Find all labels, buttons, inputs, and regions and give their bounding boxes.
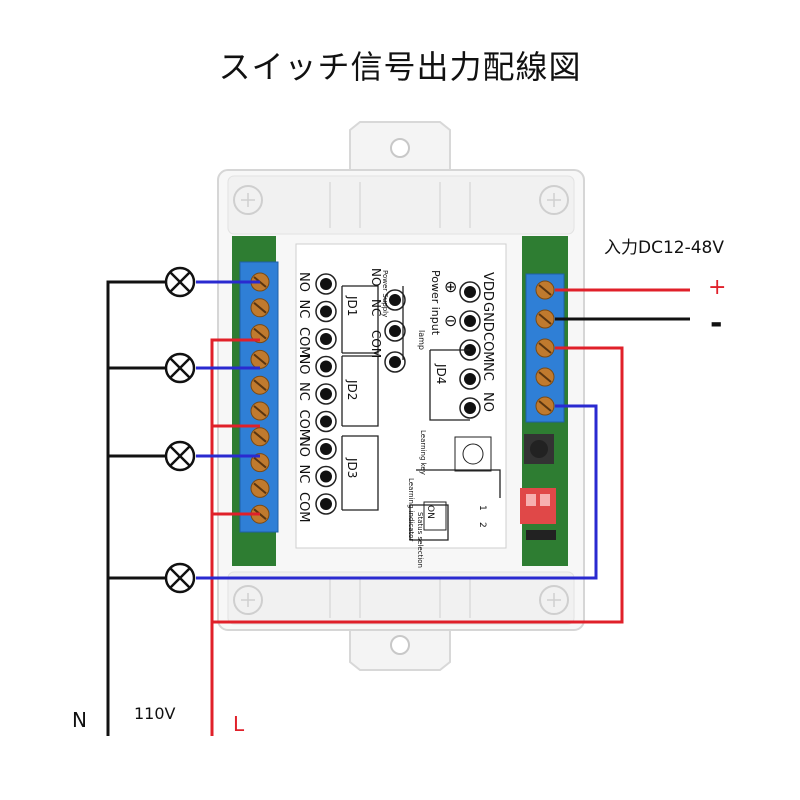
terminal-screw — [535, 309, 555, 329]
plus-symbol: ⊕ — [444, 277, 457, 296]
relay-label-jd1: JD1 — [345, 295, 359, 316]
lamp-label: lamp — [417, 330, 426, 350]
minus-symbol: ⊖ — [444, 311, 457, 330]
power-input-label: 入力DC12-48V — [604, 238, 724, 258]
terminal-screw — [535, 280, 555, 300]
lamp-icon — [164, 440, 196, 472]
terminal-label: COM — [296, 492, 311, 523]
power-terminal-block — [535, 280, 555, 416]
relay-label-jd2: JD2 — [345, 379, 359, 400]
terminal-screw — [250, 427, 270, 447]
terminal-label: NC — [296, 465, 311, 484]
relay-module — [217, 121, 585, 671]
terminal-label: NC — [296, 382, 311, 401]
dip-on-label: ON — [425, 505, 435, 519]
wires — [106, 280, 690, 736]
terminal-screw — [250, 298, 270, 318]
dip-switch-symbol — [423, 501, 447, 531]
terminal-screw — [535, 396, 555, 416]
terminal-screw — [250, 375, 270, 395]
terminal-screw — [250, 324, 270, 344]
relay-label-jd4: JD4 — [434, 363, 448, 384]
neutral-label: N — [72, 708, 87, 732]
terminal-screw — [250, 401, 270, 421]
lamp-icon — [164, 266, 196, 298]
terminal-label: COM — [296, 410, 311, 441]
terminal-label: NC — [480, 362, 495, 381]
terminal-label: COM — [296, 327, 311, 358]
relay-label-jd3: JD3 — [345, 457, 359, 478]
neutral-wire — [106, 280, 180, 736]
diagram-title: スイッチ信号出力配線図 — [218, 48, 582, 86]
terminal-screw — [250, 478, 270, 498]
switch-leg-wire — [196, 404, 598, 580]
terminal-screw — [250, 349, 270, 369]
terminal-label: NC — [296, 300, 311, 319]
panel-schematic — [341, 285, 501, 541]
lamps — [164, 266, 196, 594]
power-supply-label: Power Supply — [381, 270, 389, 317]
dip-number-label: 1 — [477, 505, 487, 511]
terminal-label: NO — [296, 437, 311, 457]
learning-key-label: Learning key — [419, 430, 427, 475]
terminal-label: COM — [480, 332, 495, 363]
terminal-label: GND — [480, 302, 495, 332]
terminal-screw — [535, 338, 555, 358]
terminal-label: NO — [296, 355, 311, 375]
voltage-label: 110V — [134, 704, 176, 723]
lamp-icon — [164, 562, 196, 594]
terminal-label: NO — [480, 392, 495, 412]
dip-number-label: 2 — [477, 522, 487, 528]
lamp-icon — [164, 352, 196, 384]
terminal-label: VDD — [480, 272, 495, 301]
plus-label: + — [708, 275, 727, 300]
live-wire — [210, 338, 260, 736]
terminal-screw — [250, 453, 270, 473]
terminal-label: COM — [369, 330, 383, 358]
panel-labels: NONCCOMNONCCOMNONCCOMJD1JD2JD3JD4NONCCOM… — [296, 268, 495, 568]
minus-label: - — [710, 306, 723, 341]
live-label: L — [233, 712, 245, 736]
learning-indicator-label: Learning indicator — [407, 478, 415, 542]
terminal-label: NC — [369, 299, 383, 316]
power-input-text: Power input — [429, 270, 442, 336]
status-selection-label: Status selection — [416, 512, 424, 568]
terminal-label: NO — [369, 268, 383, 286]
terminal-screw — [535, 367, 555, 387]
terminal-label: NO — [296, 272, 311, 292]
live-wire — [212, 346, 624, 624]
